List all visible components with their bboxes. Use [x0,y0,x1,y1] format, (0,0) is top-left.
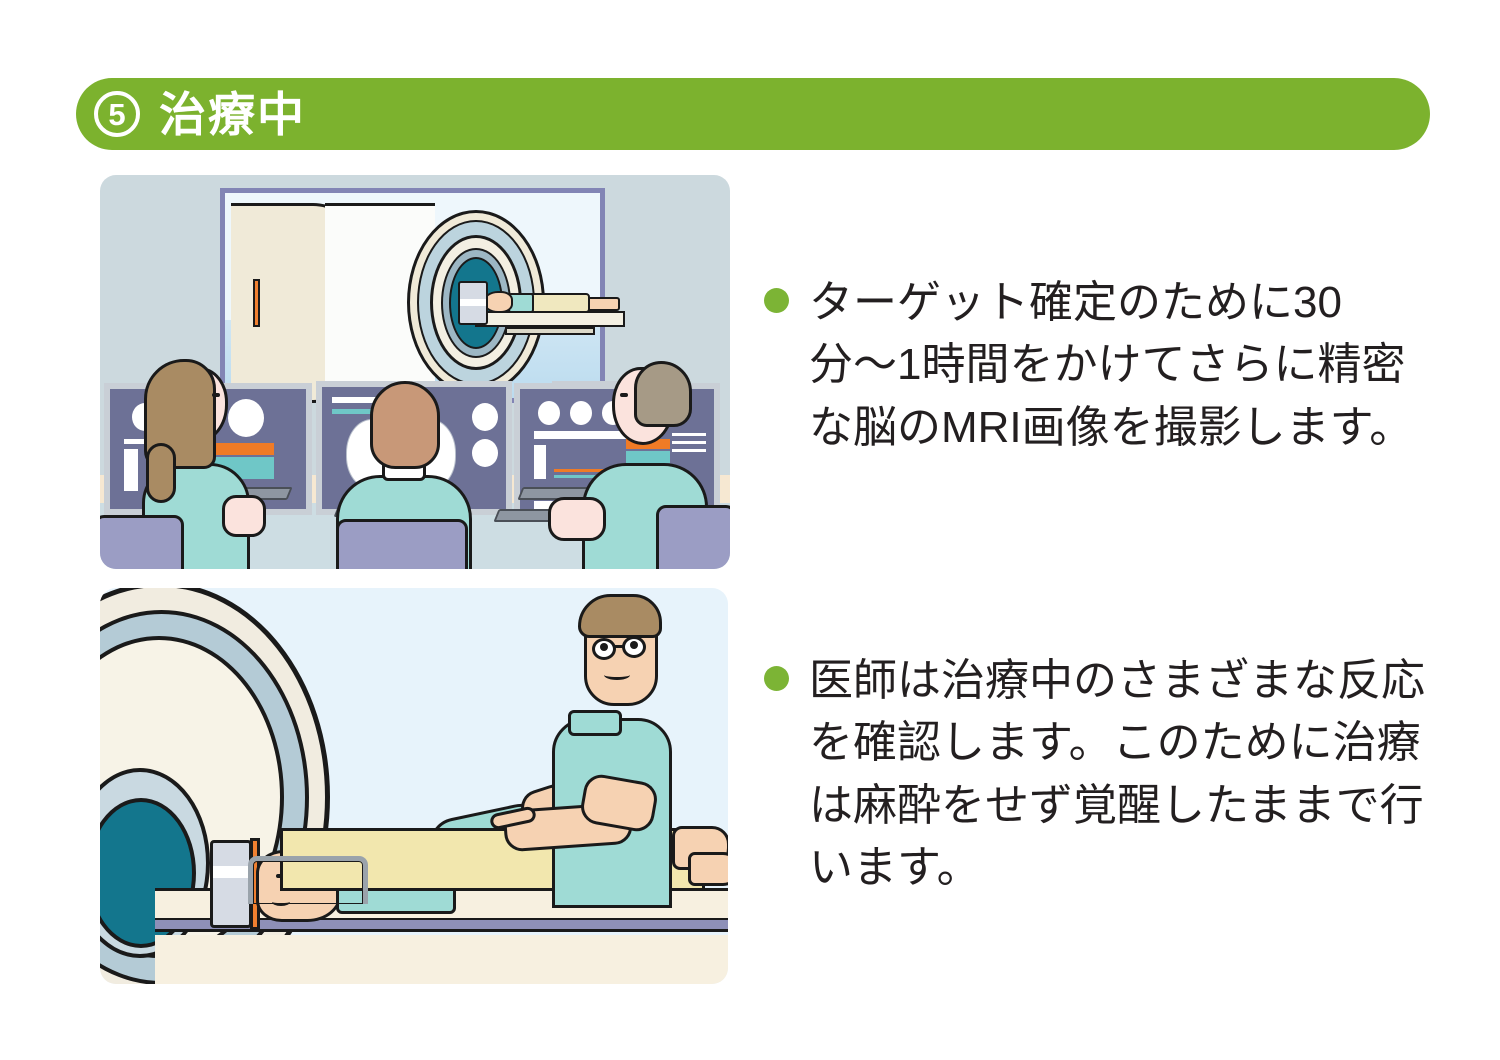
observation-window [220,188,625,403]
brain-thumbnail [538,401,560,425]
doctor-glasses-bridge [614,645,624,648]
doctor-eye [620,393,628,397]
brain-thumbnail [472,403,498,431]
screen-header-bar [534,431,658,439]
head-coil-stripe [460,299,486,306]
patient-table [475,311,625,327]
patient-legs [585,297,620,311]
chair-center [336,519,468,569]
doctor-pupil [600,643,608,651]
patient-bed-base [155,935,728,984]
bullet-dot-icon [764,666,789,691]
screen-value-strip [534,445,546,479]
bullet-item-mri-imaging: ターゲット確定のために30分〜1時間をかけてさらに精密な脳のMRI画像を撮影しま… [764,272,1424,459]
operator-head-back [370,381,440,469]
step-number-badge: 5 [94,91,140,137]
screen-orange-indicator [206,443,274,455]
technician-hand [222,495,266,537]
screen-data-row [672,441,706,444]
head-coil-marker [253,279,260,327]
bed-safety-rail [248,856,368,904]
bullet-item-awake-treatment: 医師は治療中のさまざまな反応を確認します。このために治療は麻酔をせず覚醒したまま… [764,650,1432,900]
doctor-hand [548,497,606,541]
page-title: 治療中 [159,87,306,141]
screen-data-row [672,449,706,452]
patient-mouth [272,898,290,906]
chair-right [656,505,730,569]
brain-thumbnail [472,439,498,467]
bullet-dot-icon [764,288,789,313]
illustration-mri-control-room [100,175,730,569]
screen-value-strip [124,449,138,491]
patient-head-frame [210,840,252,928]
technician-eye [212,393,220,397]
doctor-pupil [630,641,638,649]
brain-scan-image [228,399,264,437]
patient-table-support [505,327,595,335]
bullet-text-mri-imaging: ターゲット確定のために30分〜1時間をかけてさらに精密な脳のMRI画像を撮影しま… [809,278,1414,452]
technician-ponytail [146,443,176,503]
screen-data-row [332,397,402,403]
screen-teal-indicator [626,451,670,463]
brain-thumbnail [570,401,592,425]
chair-left [100,515,184,569]
doctor-hair [578,594,662,638]
screen-data-row [672,433,706,436]
head-frame-stripe [213,866,249,878]
doctor-hair [634,361,692,427]
doctor-smile [604,670,630,680]
patient-head-coil [458,281,488,325]
screen-status-bar [332,409,386,414]
patient-foot-second [688,852,728,886]
illustration-treatment-room [100,588,728,984]
section-header-bar: 5 治療中 [76,78,1430,150]
doctor-collar [568,710,622,736]
bullet-text-awake-treatment: 医師は治療中のさまざまな反応を確認します。このために治療は麻酔をせず覚醒したまま… [809,656,1425,893]
